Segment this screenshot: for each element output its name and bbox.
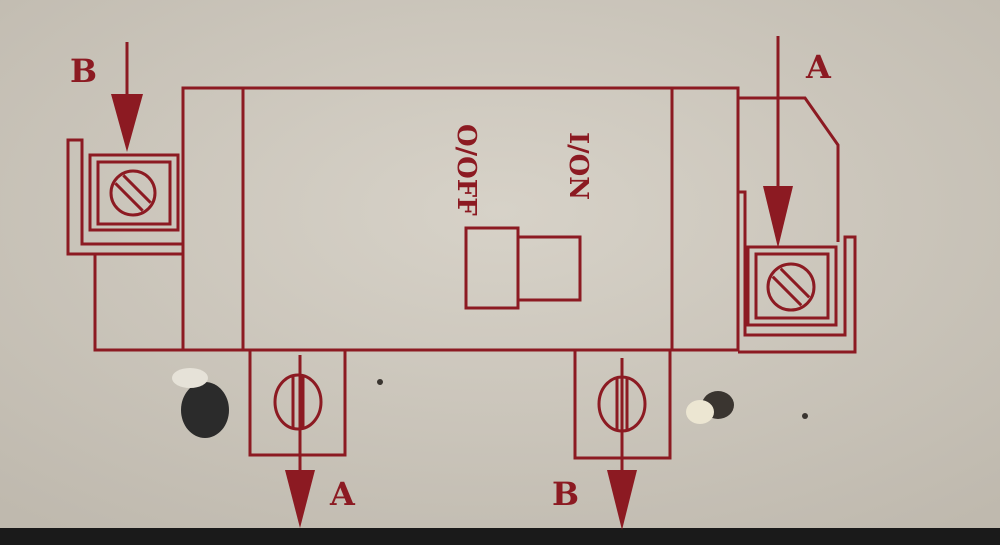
left-screw-housing-inner — [96, 160, 172, 226]
bottom-edge — [0, 528, 1000, 540]
bottom-left-screw-head — [273, 373, 323, 431]
screws — [109, 169, 816, 312]
left-terminal-screw-slot-a — [114, 182, 144, 212]
right-terminal-screw-head — [766, 262, 816, 312]
right-screw-housing-outer — [746, 245, 838, 327]
switch-off-label: O/OFF — [451, 124, 481, 216]
slot-screws — [273, 373, 647, 433]
left-terminal-screw-slot-b — [122, 174, 152, 204]
arrow-bottom-left-head — [285, 470, 315, 528]
arrow-bottom-right-head — [607, 470, 637, 530]
right-angled-cover — [738, 96, 840, 242]
body-outline — [181, 86, 740, 352]
arrow-top-right — [763, 36, 793, 248]
right-terminal-screw-slot-a — [771, 275, 803, 307]
left-terminal-block — [66, 138, 183, 352]
terminal-label-top-right: A — [805, 48, 832, 86]
right-terminal-screw-slot-b — [779, 267, 811, 299]
arrow-bottom-left — [285, 355, 315, 528]
right-terminal-block — [738, 96, 857, 354]
terminal-label-bottom-left: A — [329, 475, 356, 513]
speck-1 — [377, 379, 383, 385]
bottom-left-tab — [248, 350, 347, 457]
toggle-switch — [464, 226, 582, 310]
bottom-left-screw — [273, 373, 323, 431]
left-terminal-screw-head — [109, 169, 157, 217]
breaker-body — [181, 86, 740, 352]
left-lower-block — [93, 254, 183, 352]
panel-background — [0, 0, 1000, 528]
right-terminal-screw — [766, 262, 816, 312]
left-screw-housing-outer — [88, 153, 180, 232]
right-bracket — [738, 190, 857, 354]
right-screw-housing-inner — [754, 252, 830, 320]
arrow-top-right-head — [763, 186, 793, 248]
left-bracket — [66, 138, 183, 256]
arrow-top-left-head — [111, 94, 143, 152]
terminal-label-top-left: B — [70, 52, 97, 90]
arrow-bottom-right — [607, 358, 637, 530]
terminal-label-bottom-right: B — [552, 475, 579, 513]
surface-damage — [172, 368, 808, 438]
left-terminal-screw — [109, 169, 157, 217]
arrow-top-left — [111, 42, 143, 152]
terminal-arrows — [111, 36, 793, 530]
speck-2 — [802, 413, 808, 419]
chip-right — [686, 400, 714, 424]
hole-left — [181, 382, 229, 438]
switch-on-label: I/ON — [563, 132, 593, 200]
chip-left — [172, 368, 208, 388]
switch-body — [516, 235, 582, 302]
